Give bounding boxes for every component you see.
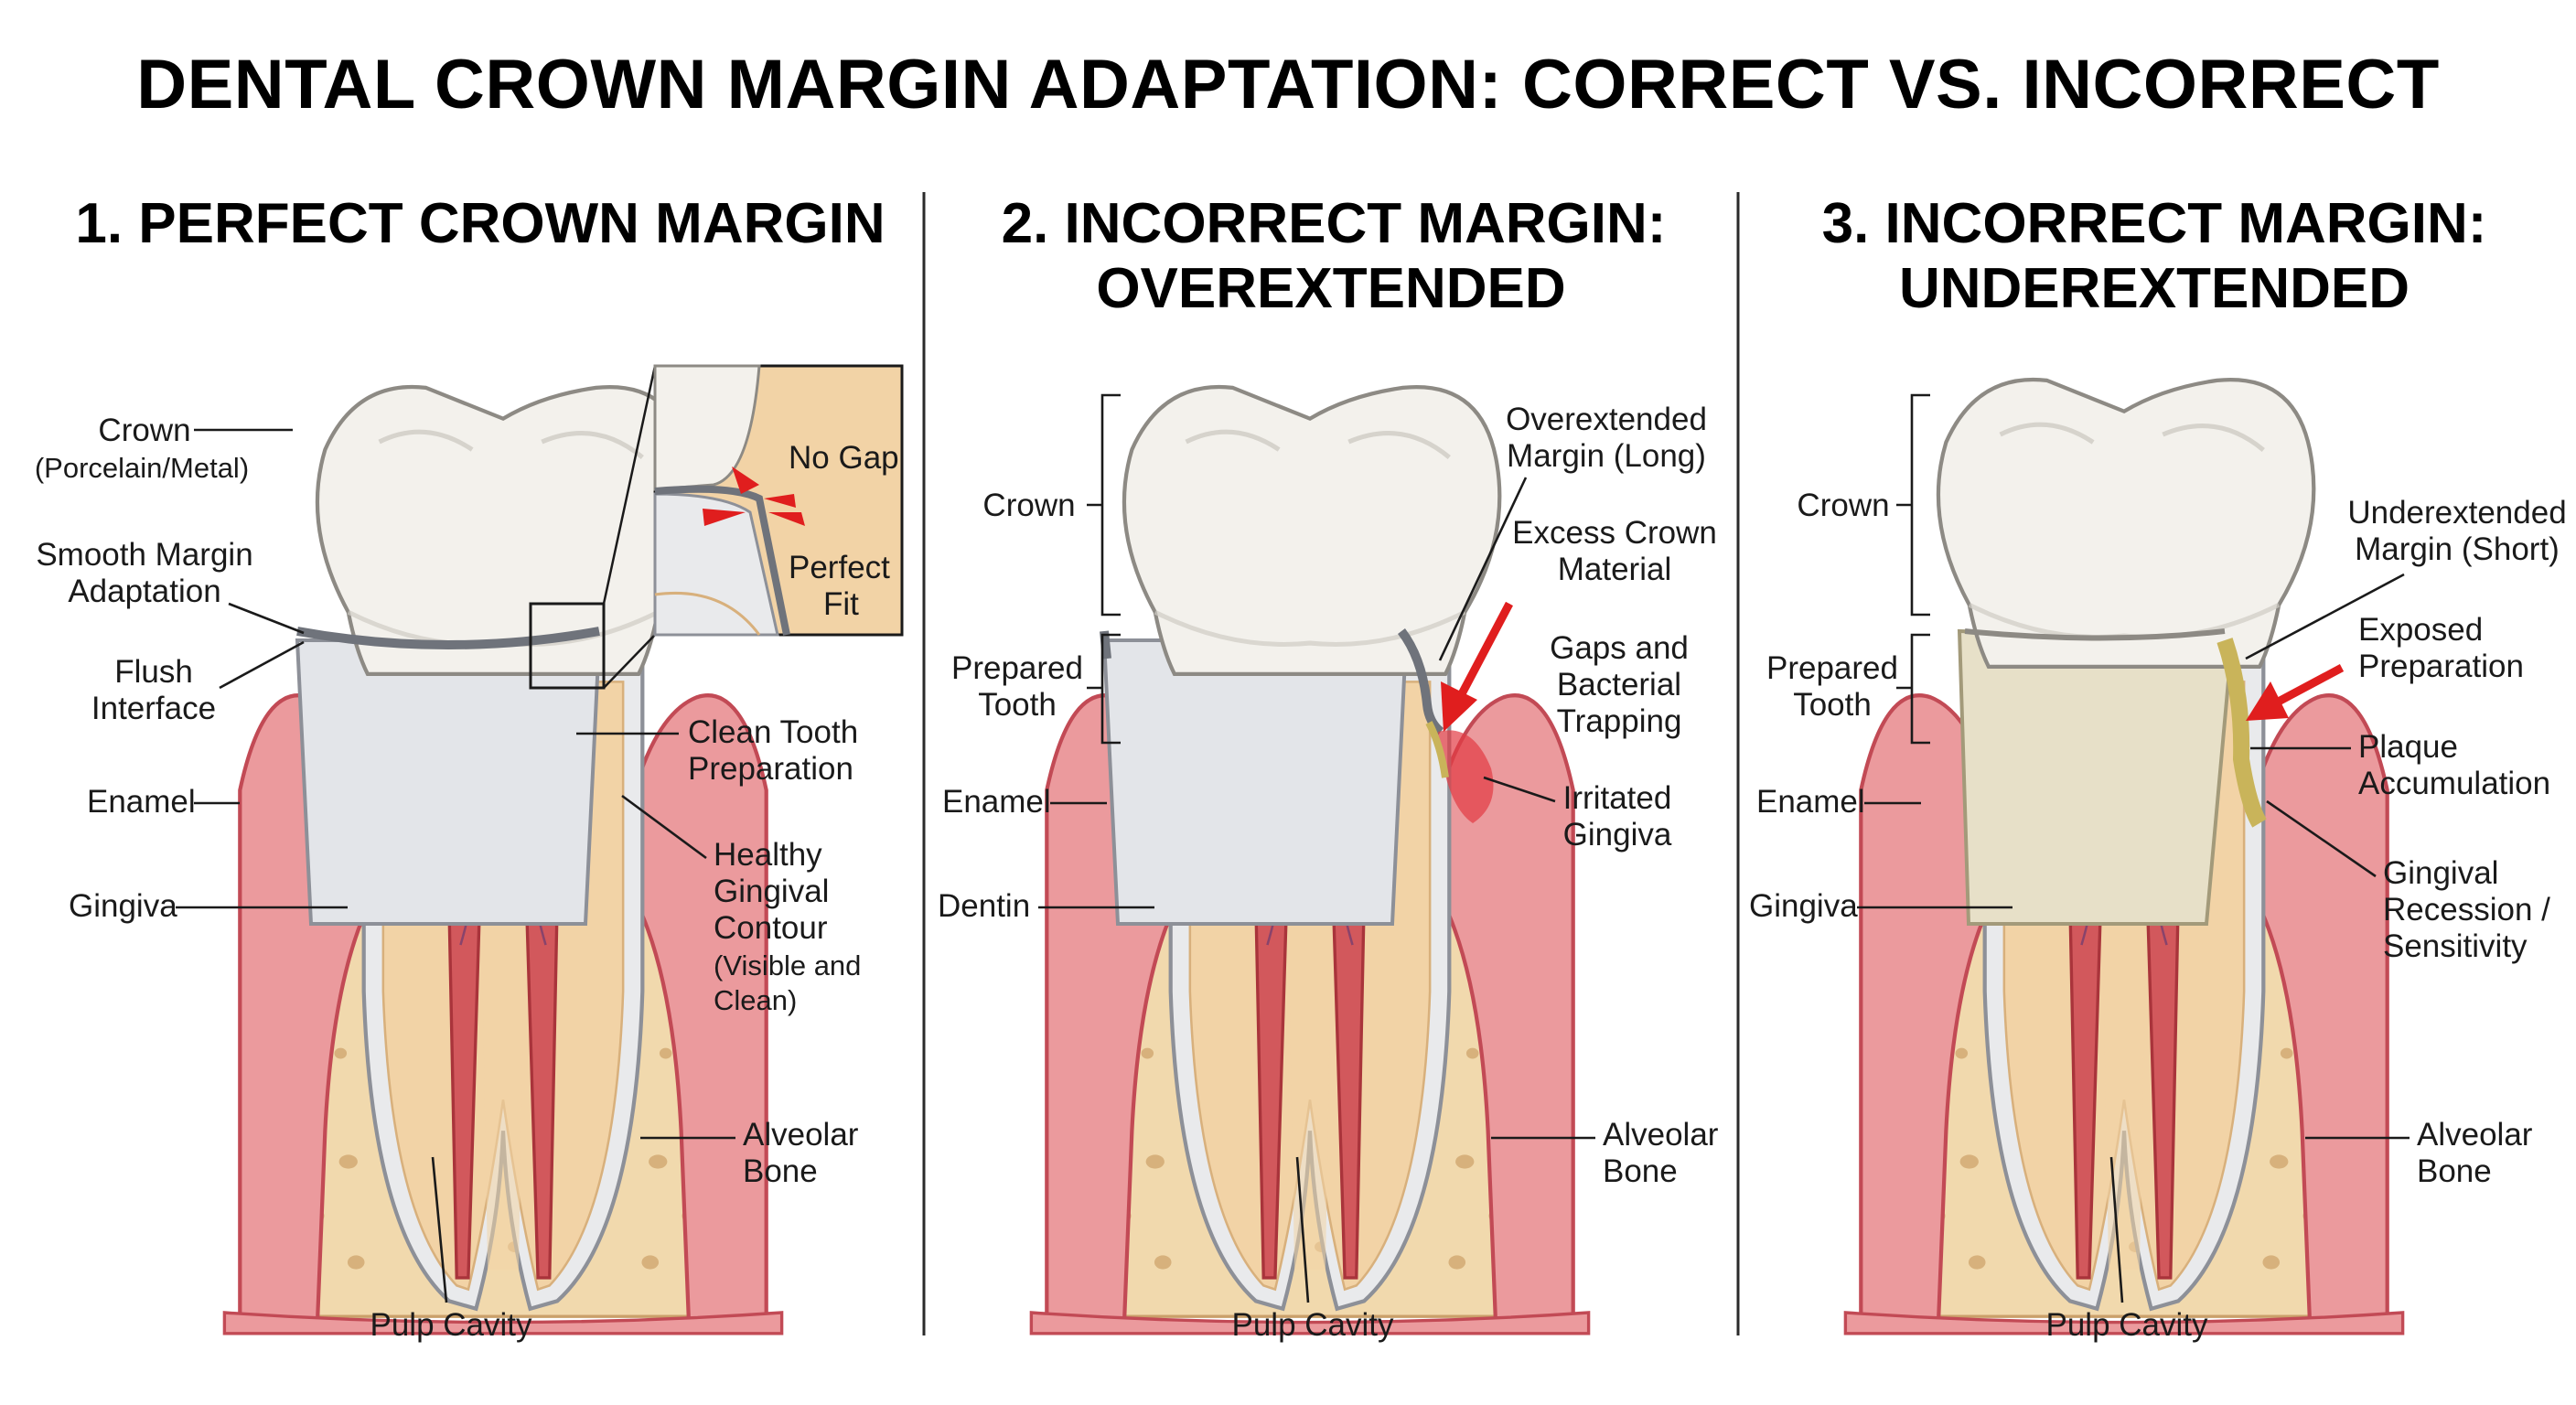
label-irritated-2: Gingiva (1563, 817, 1672, 853)
inset-source-box (529, 602, 606, 690)
label-crown-1: Crown (98, 413, 190, 448)
label-healthy-1: Healthy (714, 837, 822, 873)
label-excess-2: Material (1558, 552, 1671, 587)
label-healthy-5: Clean) (714, 984, 797, 1016)
label-recession-1: Gingival (2383, 855, 2498, 891)
label-flush-2: Interface (91, 691, 216, 726)
label-excess-1: Excess Crown (1512, 515, 1717, 551)
inset-arrow-2 (764, 494, 796, 508)
exposed-preparation (1957, 628, 2235, 926)
label-plaque-2: Accumulation (2358, 766, 2550, 801)
label-pulp-3: Pulp Cavity (2045, 1307, 2208, 1343)
label-clean-2: Preparation (688, 751, 853, 787)
label-prepared-2a: Prepared (951, 650, 1083, 686)
overextended-arrow (1441, 681, 1477, 732)
label-prepared-3b: Tooth (1793, 687, 1872, 723)
panel-3-title-2: UNDEREXTENDED (1899, 257, 2410, 320)
label-clean-1: Clean Tooth (688, 714, 858, 750)
label-bone-2: Bone (743, 1153, 818, 1189)
inset-perfect: Perfect (789, 550, 890, 585)
label-prepared-2b: Tooth (978, 687, 1057, 723)
label-gingiva-3: Gingiva (1749, 888, 1858, 924)
main-title: DENTAL CROWN MARGIN ADAPTATION: CORRECT … (136, 46, 2440, 123)
label-bone-3b: Bone (2417, 1153, 2492, 1189)
label-irritated-1: Irritated (1563, 780, 1672, 816)
panel-overextended: 2. INCORRECT MARGIN: OVEREXTENDED Crown … (938, 192, 1719, 1343)
label-bone-2b: Bone (1603, 1153, 1678, 1189)
label-smooth-2: Adaptation (68, 574, 220, 609)
label-exposed-2: Preparation (2358, 649, 2524, 684)
label-recession-3: Sensitivity (2383, 928, 2528, 964)
label-enamel-1: Enamel (87, 784, 196, 820)
label-healthy-3: Contour (714, 910, 828, 946)
underextended-arrow (2246, 681, 2289, 721)
label-under-2: Margin (Short) (2355, 531, 2560, 567)
panel-2-title-2: OVEREXTENDED (1096, 257, 1565, 320)
label-recession-2: Recession / (2383, 892, 2550, 928)
irritated-gingiva (1438, 730, 1494, 823)
panel-underextended: 3. INCORRECT MARGIN: UNDEREXTENDED Crown… (1749, 192, 2567, 1343)
label-gaps-1: Gaps and (1550, 630, 1689, 666)
tooth-illustration-3 (1845, 380, 2402, 1334)
label-under-1: Underextended (2347, 495, 2566, 531)
label-healthy-4: (Visible and (714, 949, 861, 981)
label-bone-1: Alveolar (743, 1117, 859, 1153)
inset-zoom: No Gap Perfect Fit (529, 364, 904, 690)
prepared-tooth-2 (1101, 638, 1409, 926)
label-enamel-2: Enamel (942, 784, 1051, 820)
label-healthy-2: Gingival (714, 874, 829, 909)
label-dentin-2: Dentin (938, 888, 1030, 924)
inset-no-gap: No Gap (789, 440, 899, 476)
label-pulp-2: Pulp Cavity (1231, 1307, 1394, 1343)
panel-2-title-1: 2. INCORRECT MARGIN: (1002, 192, 1667, 255)
tooth-illustration-2 (1031, 387, 1588, 1334)
plaque (2216, 638, 2267, 828)
panel-1-title: 1. PERFECT CROWN MARGIN (75, 192, 885, 255)
inset-arrow-3 (768, 512, 805, 526)
label-smooth-1: Smooth Margin (36, 537, 252, 573)
bacterial-gap (1425, 721, 1449, 778)
label-crown-2: Crown (982, 488, 1075, 523)
inset-arrow-1 (732, 467, 759, 494)
label-enamel-3: Enamel (1756, 784, 1865, 820)
panel-3-title-1: 3. INCORRECT MARGIN: (1822, 192, 2487, 255)
label-crown-sub-1: (Porcelain/Metal) (35, 452, 249, 484)
underextended-margin (1964, 628, 2226, 641)
inset-fit: Fit (823, 586, 859, 622)
label-flush-1: Flush (114, 654, 193, 690)
tooth-illustration-1 (224, 387, 781, 1334)
label-crown-3: Crown (1797, 488, 1889, 523)
label-plaque-1: Plaque (2358, 729, 2458, 765)
label-bone-2a: Alveolar (1603, 1117, 1719, 1153)
label-over-1: Overextended (1506, 402, 1707, 437)
label-over-2: Margin (Long) (1507, 438, 1706, 474)
label-exposed-1: Exposed (2358, 612, 2483, 648)
panel-perfect: 1. PERFECT CROWN MARGIN No Gap Perf (35, 192, 904, 1343)
label-gaps-3: Trapping (1557, 703, 1682, 739)
label-bone-3a: Alveolar (2417, 1117, 2533, 1153)
label-gaps-2: Bacterial (1557, 667, 1681, 702)
label-prepared-3a: Prepared (1766, 650, 1898, 686)
prepared-tooth-1 (295, 638, 602, 926)
label-gingiva-1: Gingiva (69, 888, 177, 924)
label-pulp-1: Pulp Cavity (370, 1307, 532, 1343)
crown-margin-1 (296, 627, 600, 649)
inset-arrow-4 (703, 509, 746, 526)
